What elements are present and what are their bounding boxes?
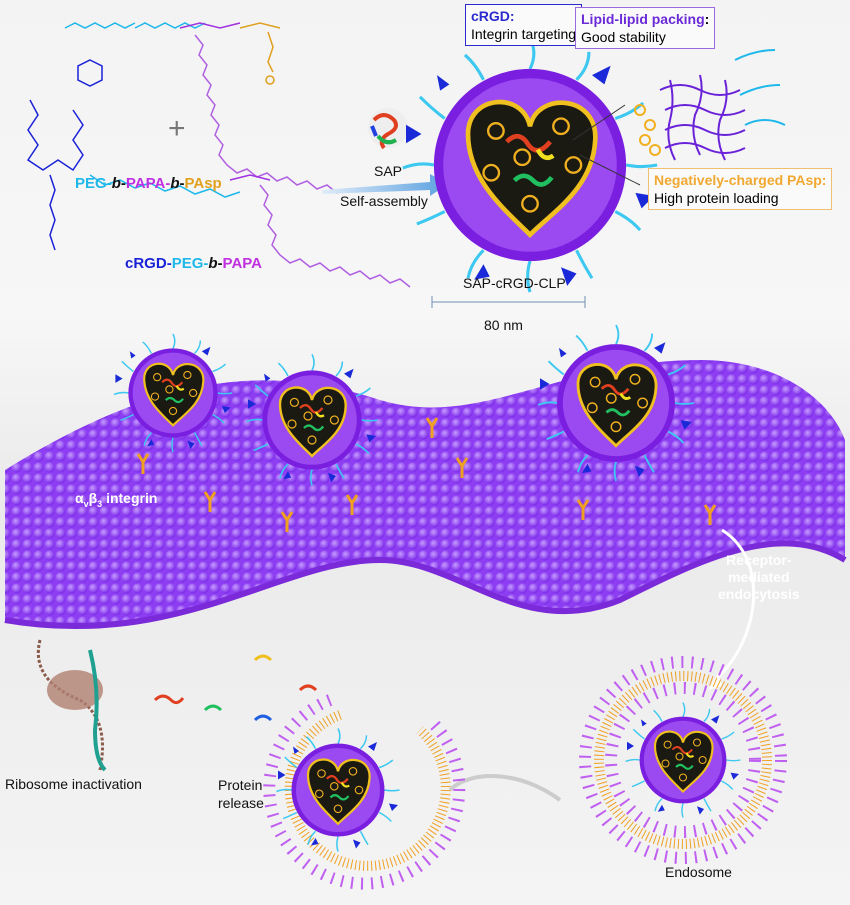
line: mediated (728, 569, 790, 585)
self-assembly-label: Self-assembly (340, 193, 428, 209)
endosome-label: Endosome (665, 864, 732, 880)
nanoparticle-large (403, 38, 657, 292)
seg: PEG (171, 255, 204, 272)
ribosome-inactivation-label: Ribosome inactivation (5, 776, 142, 792)
released-proteins (153, 654, 318, 722)
particle-name-label: SAP-cRGD-CLP (463, 275, 566, 291)
self-assembly-arrow (322, 174, 448, 196)
escape-arrow (448, 774, 562, 802)
seg: cRGD (125, 255, 167, 272)
endocytosis-label: Receptor- mediated endocytosis (718, 552, 800, 603)
callout-text: Integrin targeting (471, 26, 577, 42)
seg: - (179, 175, 185, 192)
scale-label: 80 nm (484, 317, 523, 333)
seg: b (111, 175, 121, 192)
sap-label: SAP (374, 163, 403, 179)
ruptured-endosome (263, 694, 466, 890)
line: Receptor- (726, 552, 792, 568)
scale-bar (431, 296, 586, 308)
line: release (218, 795, 264, 811)
sub-3: 3 (97, 498, 103, 509)
seg: - (120, 175, 126, 192)
seg: - (217, 255, 223, 272)
endocytosis-arrow (714, 528, 756, 682)
beta: β (88, 490, 98, 506)
polymer2-label: cRGD-PEG-b-PAPA (125, 255, 262, 272)
callout-title: Lipid-lipid packing: (581, 10, 709, 28)
sub-v: v (83, 498, 89, 509)
seg: PEG (75, 175, 107, 192)
membrane-edge (4, 540, 847, 630)
callout-text: Good stability (581, 29, 666, 45)
seg: b (208, 255, 218, 272)
callout-crgd: cRGD: Integrin targeting (465, 4, 583, 46)
callout-pasp: Negatively-charged PAsp: High protein lo… (648, 168, 833, 210)
line: endocytosis (718, 586, 800, 602)
callout-title: cRGD: (471, 8, 515, 24)
lipid-packing-illustration (634, 49, 786, 161)
zoom-callout-lines (572, 104, 641, 186)
line: Protein (218, 777, 263, 793)
crgd-peg-papa-structure (26, 59, 411, 288)
alpha: α (75, 490, 84, 506)
callout-text: High protein loading (654, 190, 779, 206)
seg: PAPA (222, 255, 262, 272)
callout-lipid-packing: Lipid-lipid packing: Good stability (575, 7, 716, 49)
seg: - (203, 255, 209, 272)
peg-papa-pasp-structure (64, 22, 348, 194)
callout-title-text: Lipid-lipid packing (581, 11, 705, 27)
seg: - (106, 175, 112, 192)
seg: b (170, 175, 180, 192)
polymer1-label: PEG-b-PAPA-b-PAsp (75, 175, 222, 192)
sap-protein-icon (368, 108, 408, 150)
integrin-receptors (136, 417, 717, 532)
seg: - (166, 255, 172, 272)
seg: PAsp (184, 175, 222, 192)
plus-sign: + (168, 112, 186, 145)
protein-release-label: Protein release (218, 776, 264, 812)
callout-title: Negatively-charged PAsp: (654, 172, 827, 188)
seg: - (165, 175, 171, 192)
endosome (579, 656, 787, 864)
integrin-text: integrin (102, 490, 158, 506)
integrin-label: αvβ3 integrin (75, 490, 157, 509)
seg: PAPA (125, 175, 166, 192)
colon: : (704, 11, 710, 27)
ribosome-icon (36, 639, 107, 772)
